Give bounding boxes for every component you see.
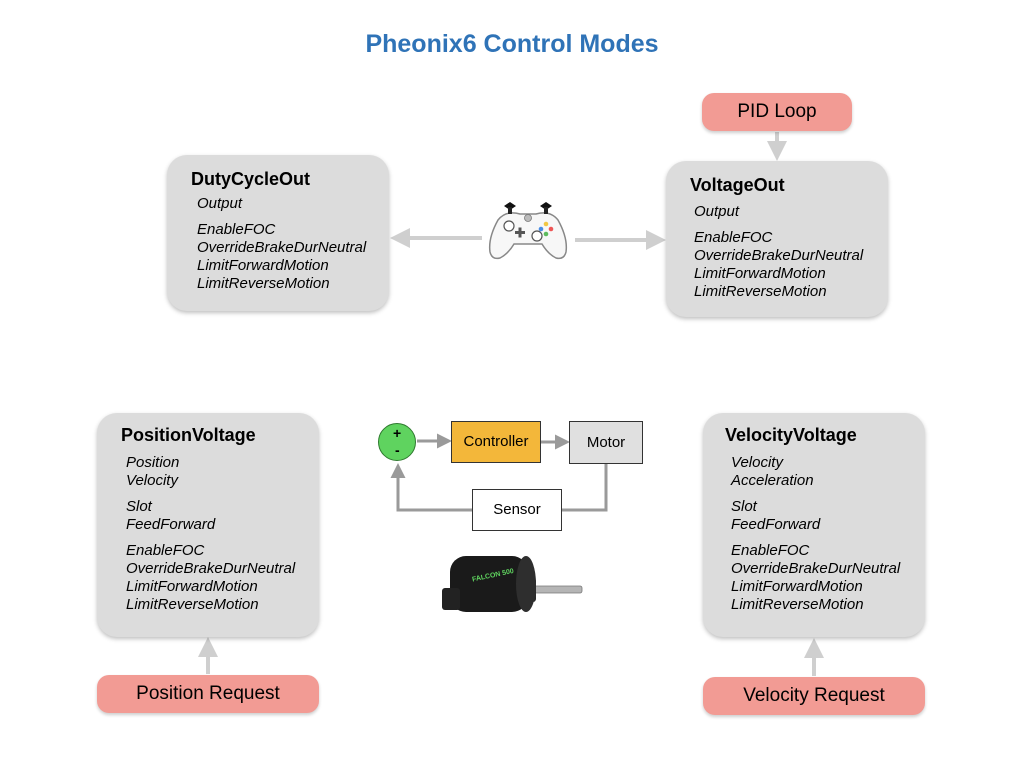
duty-cycle-out-params: Output EnableFOC OverrideBrakeDurNeutral… [197, 195, 366, 293]
flag-limit-forward: LimitForwardMotion [731, 578, 863, 595]
loop-motor-to-sensor [562, 464, 608, 512]
flag-limit-reverse: LimitReverseMotion [126, 596, 259, 613]
pid-loop-pill: PID Loop [702, 93, 852, 131]
param-velocity: Velocity [126, 472, 178, 489]
summing-junction: + - [378, 423, 416, 461]
flag-limit-reverse: LimitReverseMotion [694, 283, 827, 300]
motor-block: Motor [569, 421, 643, 464]
flag-override-brake: OverrideBrakeDurNeutral [694, 247, 864, 264]
velocity-voltage-title: VelocityVoltage [725, 425, 857, 445]
flag-enable-foc: EnableFOC [694, 229, 773, 246]
position-voltage-box: PositionVoltage Position Velocity Slot F… [97, 413, 319, 637]
duty-cycle-out-box: DutyCycleOut Output EnableFOC OverrideBr… [167, 155, 389, 311]
flag-limit-forward: LimitForwardMotion [197, 257, 329, 274]
param-feedforward: FeedForward [731, 516, 821, 533]
flag-enable-foc: EnableFOC [126, 542, 205, 559]
flag-limit-forward: LimitForwardMotion [694, 265, 826, 282]
voltage-out-box: VoltageOut Output EnableFOC OverrideBrak… [666, 161, 888, 317]
velocity-voltage-params: Velocity Acceleration Slot FeedForward E… [731, 454, 900, 614]
duty-cycle-out-title: DutyCycleOut [191, 169, 311, 189]
param-feedforward: FeedForward [126, 516, 216, 533]
plus-sign: + [393, 425, 402, 441]
voltage-out-params: Output EnableFOC OverrideBrakeDurNeutral… [694, 203, 863, 301]
position-request-pill: Position Request [97, 675, 319, 713]
position-voltage-title: PositionVoltage [121, 425, 256, 445]
flag-override-brake: OverrideBrakeDurNeutral [731, 560, 901, 577]
param-slot: Slot [126, 498, 152, 515]
page-title: Pheonix6 Control Modes [365, 30, 659, 58]
velocity-request-pill: Velocity Request [703, 677, 925, 715]
controller-block: Controller [451, 421, 541, 463]
minus-sign: - [395, 442, 400, 458]
flag-enable-foc: EnableFOC [731, 542, 810, 559]
param-slot: Slot [731, 498, 757, 515]
position-voltage-params: Position Velocity Slot FeedForward Enabl… [126, 454, 295, 614]
param-acceleration: Acceleration [731, 472, 814, 489]
param-output: Output [197, 195, 243, 212]
flag-override-brake: OverrideBrakeDurNeutral [126, 560, 296, 577]
sensor-block: Sensor [472, 489, 562, 531]
voltage-out-title: VoltageOut [690, 175, 785, 195]
flag-enable-foc: EnableFOC [197, 221, 276, 238]
param-position: Position [126, 454, 180, 471]
motor-icon: FALCON 500 [440, 548, 590, 620]
velocity-voltage-box: VelocityVoltage Velocity Acceleration Sl… [703, 413, 925, 637]
flag-limit-reverse: LimitReverseMotion [197, 275, 330, 292]
flag-limit-forward: LimitForwardMotion [126, 578, 258, 595]
flag-override-brake: OverrideBrakeDurNeutral [197, 239, 367, 256]
loop-sensor-to-junction [390, 463, 472, 512]
param-velocity: Velocity [731, 454, 783, 471]
flag-limit-reverse: LimitReverseMotion [731, 596, 864, 613]
gamepad-icon [484, 198, 572, 264]
param-output: Output [694, 203, 740, 220]
